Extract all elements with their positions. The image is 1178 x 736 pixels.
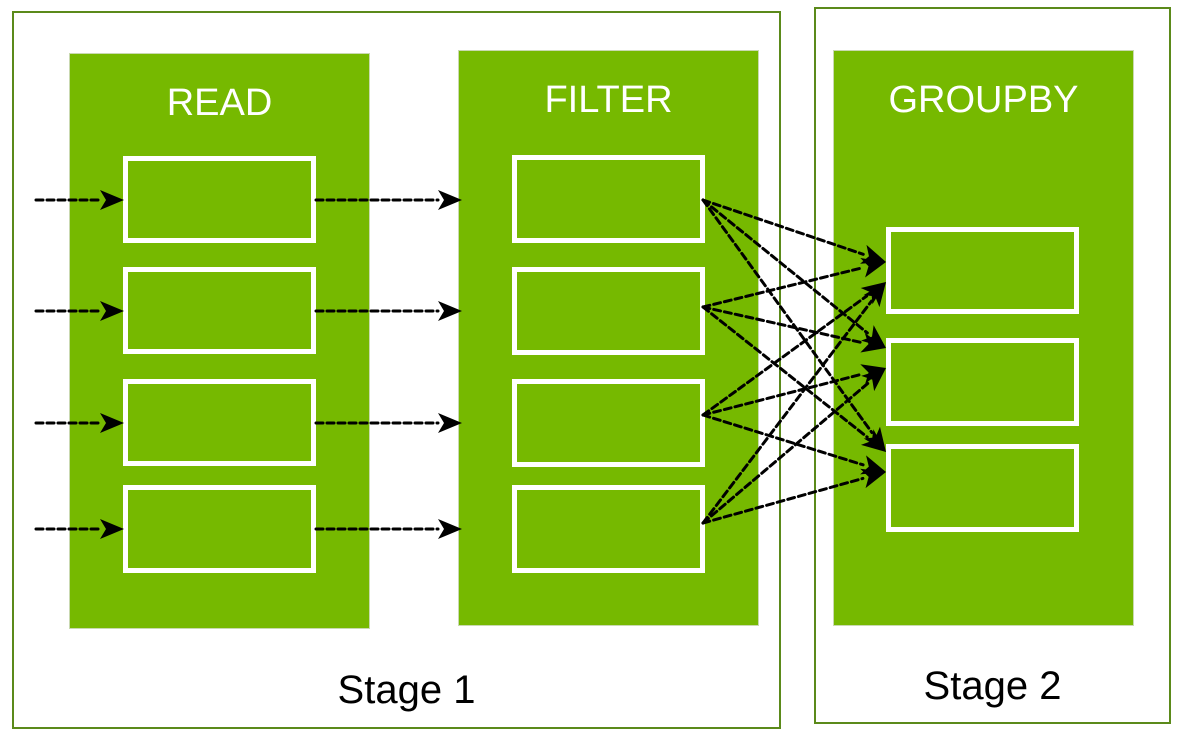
read-partition-3[interactable] xyxy=(123,379,316,466)
read-partition-1[interactable] xyxy=(123,156,316,243)
filter-partition-2[interactable] xyxy=(512,267,705,355)
groupby-operator-title: GROUPBY xyxy=(888,79,1079,121)
filter-partition-4[interactable] xyxy=(512,485,705,573)
groupby-partition-3[interactable] xyxy=(886,444,1079,532)
read-partition-2[interactable] xyxy=(123,267,316,354)
groupby-partition-1[interactable] xyxy=(886,227,1079,314)
filter-operator-title: FILTER xyxy=(544,79,673,121)
read-partition-4[interactable] xyxy=(123,485,316,573)
filter-partition-1[interactable] xyxy=(512,155,705,243)
read-operator-title: READ xyxy=(166,82,273,124)
groupby-partition-2[interactable] xyxy=(886,338,1079,426)
filter-partition-3[interactable] xyxy=(512,379,705,467)
stage-1-label: Stage 1 xyxy=(337,668,476,712)
stage-2-label: Stage 2 xyxy=(923,664,1062,708)
